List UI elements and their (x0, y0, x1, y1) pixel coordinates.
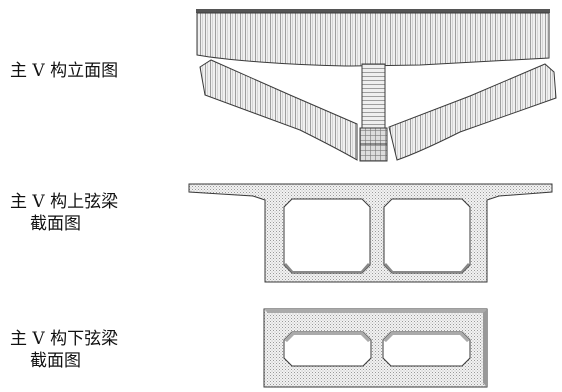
lower-chord-section-label: 主 V 构下弦梁 截面图 (10, 328, 150, 372)
upper-chord-beam (196, 12, 550, 67)
lower-chord-right-edge (483, 309, 487, 387)
lower-chord-top-edge (264, 309, 487, 313)
upper-left-cell-fillet (284, 263, 370, 273)
left-v-leg (199, 59, 358, 161)
lower-chord-label-line1: 主 V 构下弦梁 (10, 329, 119, 349)
upper-chord-label-line1: 主 V 构上弦梁 (10, 192, 119, 212)
lower-chord-section (263, 308, 488, 388)
upper-chord-section-label: 主 V 构上弦梁 截面图 (10, 191, 150, 235)
upper-left-cell (283, 198, 371, 274)
lower-left-cell (283, 331, 372, 367)
lower-chord-label-line2: 截面图 (30, 351, 81, 371)
elevation-label-text: 主 V 构立面图 (10, 61, 119, 81)
lower-left-cell-shade (284, 332, 371, 342)
elevation-drawing (196, 9, 557, 162)
central-pier (361, 63, 386, 129)
lower-right-cell-shade (383, 332, 470, 342)
elevation-label: 主 V 构立面图 (10, 60, 150, 82)
right-v-leg (388, 63, 557, 161)
upper-right-cell (383, 198, 471, 274)
upper-chord-section (188, 183, 553, 283)
upper-right-cell-fillet (384, 263, 470, 273)
upper-chord-label-line2: 截面图 (30, 214, 81, 234)
lower-right-cell (382, 331, 471, 367)
deck-top-chord (196, 9, 550, 13)
